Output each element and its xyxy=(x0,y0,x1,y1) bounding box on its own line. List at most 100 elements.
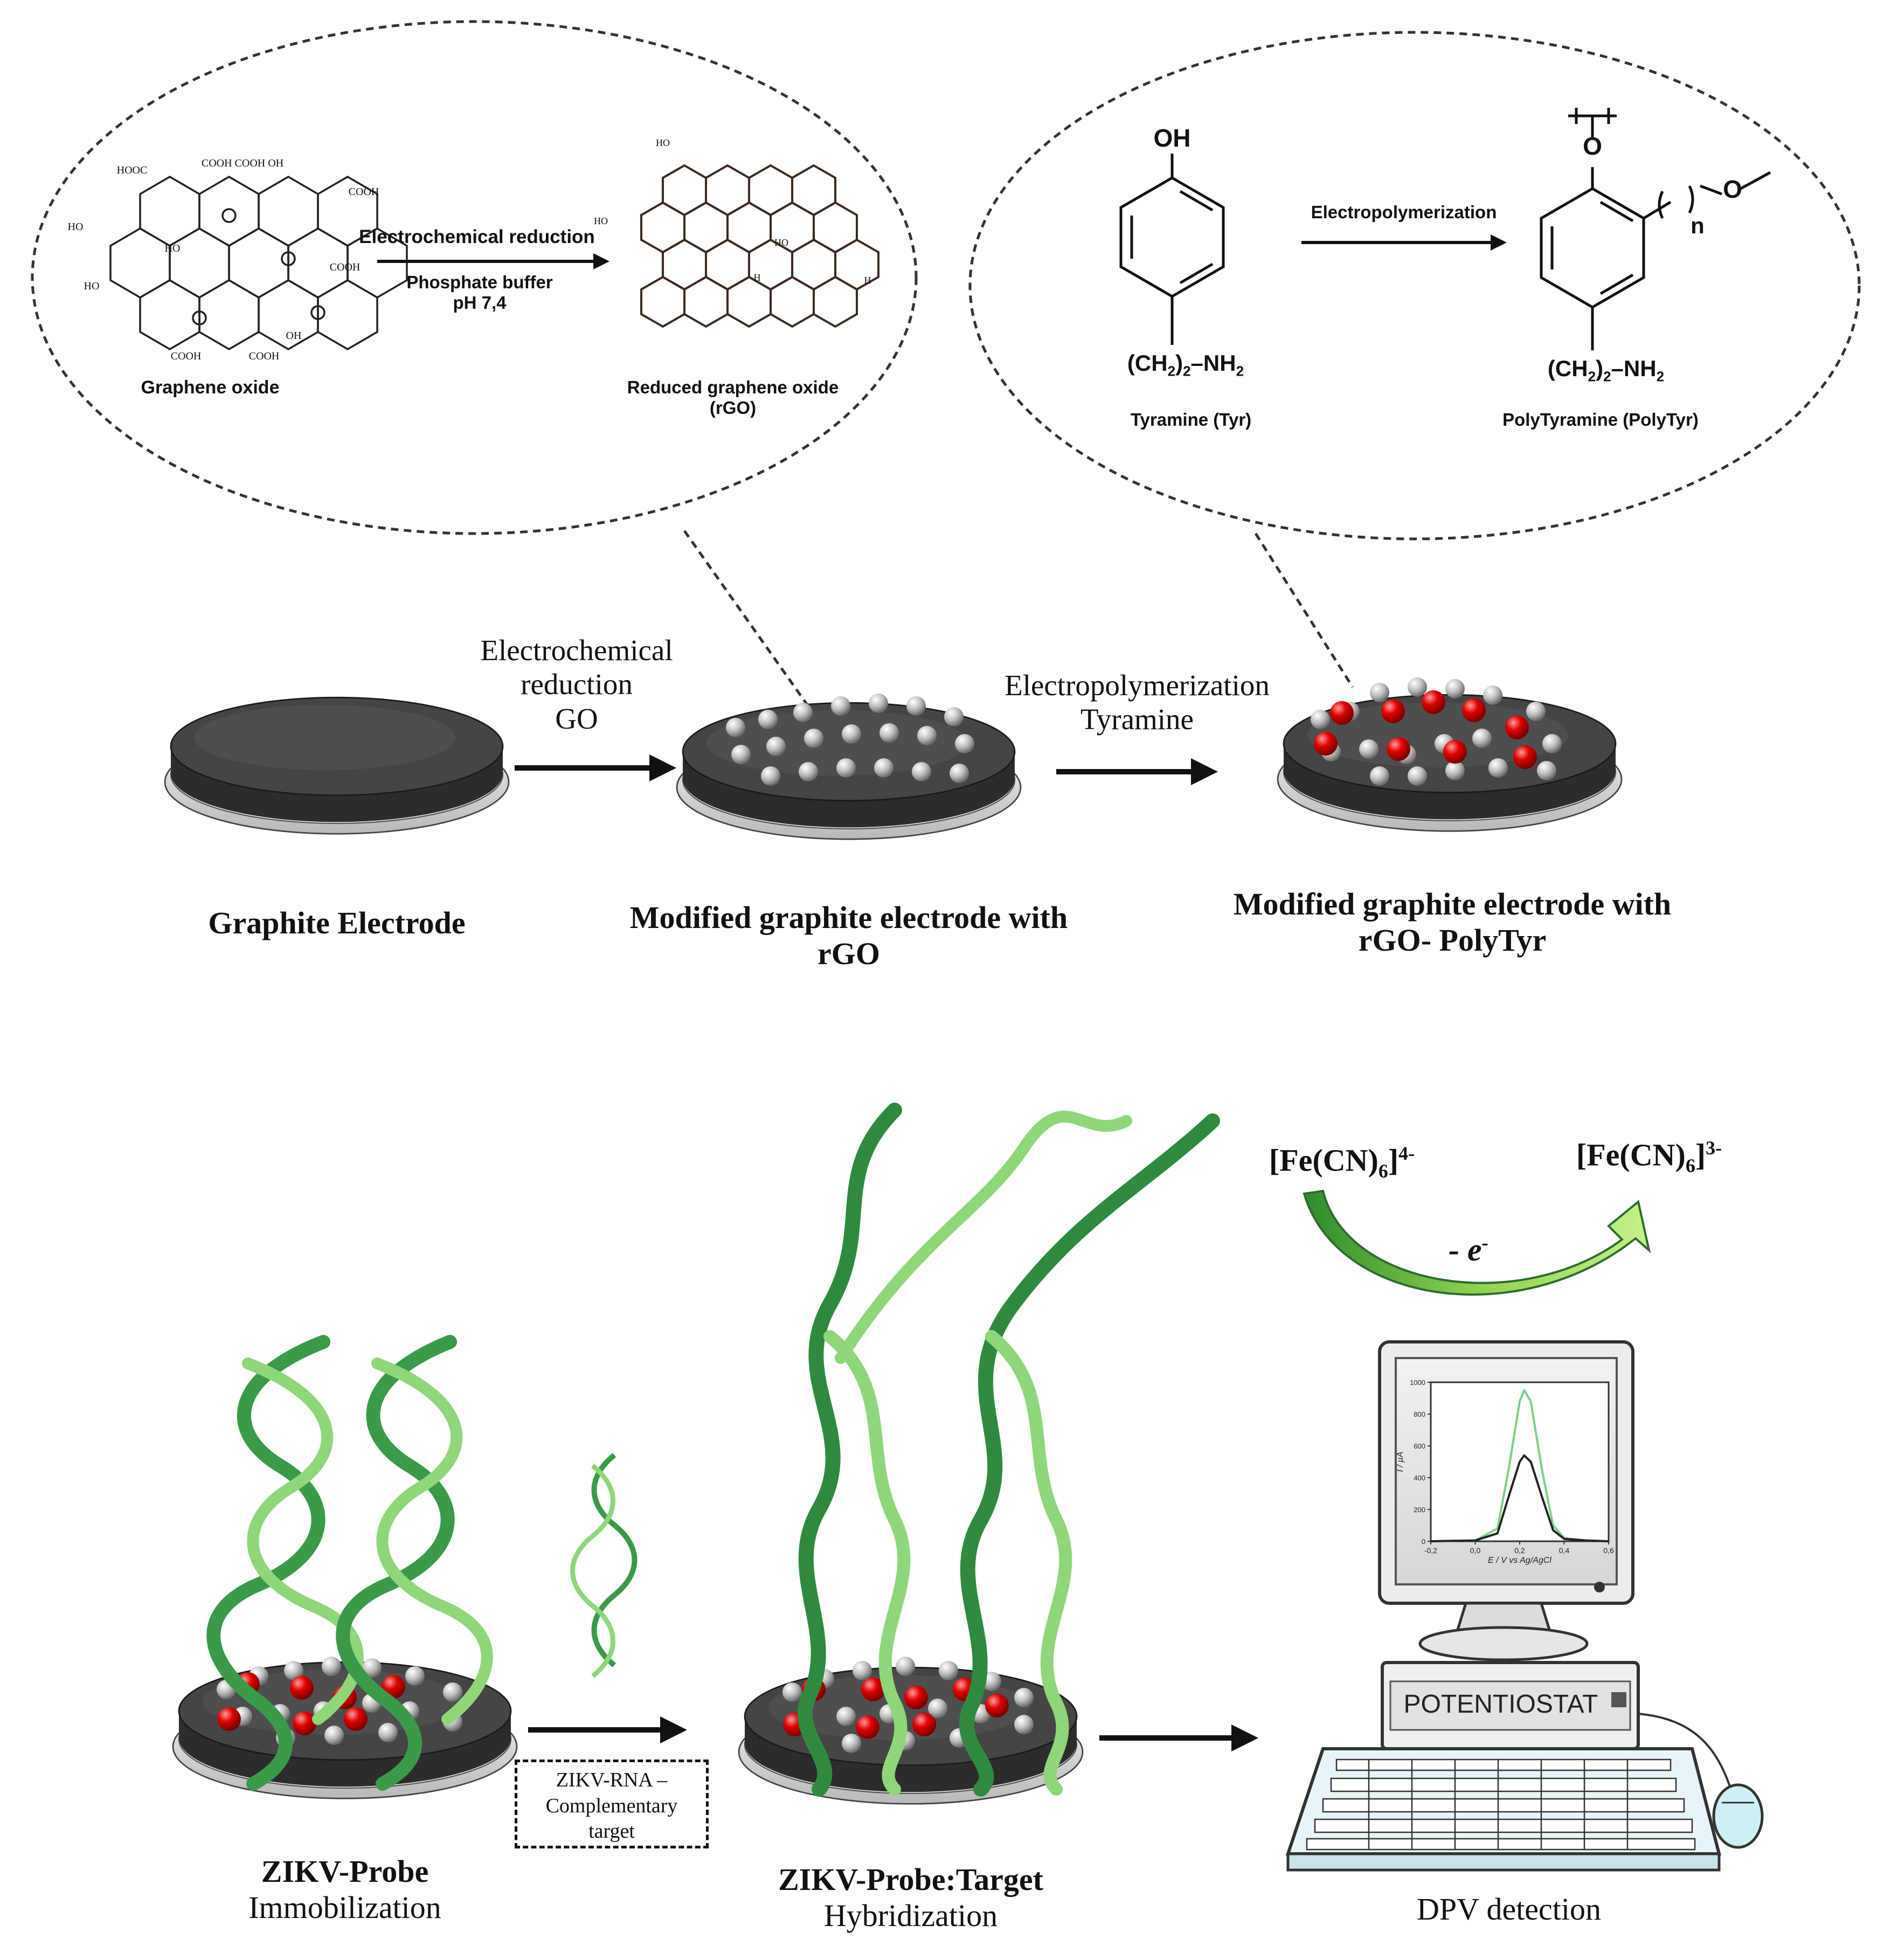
electron-transfer-arrow xyxy=(1303,1189,1651,1296)
dpv-xtick-label: 0,2 xyxy=(1514,1546,1525,1555)
go-group-ho-left: HO xyxy=(67,221,84,233)
electrode-rgo-polytyr xyxy=(1277,677,1623,832)
dpv-ytick-label: 600 xyxy=(1414,1442,1425,1450)
electrode1-label: Graphite Electrode xyxy=(208,905,466,940)
ferricyanide-label: [Fe(CN)6]3- xyxy=(1576,1137,1722,1176)
go-group-cooh-right: COOH xyxy=(348,186,379,198)
bubble-right-leader xyxy=(1254,532,1354,688)
step1-label: Electrochemical reduction GO xyxy=(442,633,711,736)
dpv-xtick-label: 0,4 xyxy=(1559,1546,1570,1555)
tyramine-chain: (CH2)2–NH2 xyxy=(1127,350,1244,379)
rgo-group-h1: H xyxy=(753,272,761,283)
go-group-cooh-top: COOH COOH OH xyxy=(201,157,284,169)
bubble-left-outline xyxy=(31,20,918,535)
target-box: ZIKV-RNA – Complementary target xyxy=(515,1760,709,1848)
electrode-rgo xyxy=(676,694,1022,840)
electron-label: - e- xyxy=(1428,1231,1509,1269)
electron-sup: - xyxy=(1481,1232,1488,1254)
hybrid-dna-strands xyxy=(797,1103,1220,1797)
probe-label-line1: ZIKV-Probe xyxy=(261,1854,429,1889)
dpv-xtick-label: 0,6 xyxy=(1603,1546,1614,1555)
ferrocyanide-label: [Fe(CN)6]4- xyxy=(1269,1142,1415,1182)
dpv-ytick-label: 200 xyxy=(1414,1506,1425,1514)
ferrocyanide-base: [Fe(CN) xyxy=(1269,1142,1379,1178)
bubble-left-leader xyxy=(683,530,815,715)
rgo-label-line1: Reduced graphene oxide xyxy=(627,377,839,397)
ferricyanide-base: [Fe(CN) xyxy=(1576,1137,1686,1173)
ferricyanide-sub: 6 xyxy=(1685,1154,1695,1176)
dpv-chart: -0,2 0,0 0,2 0,4 0,6 0 200 400 600 800 1000 E / V v… xyxy=(1396,1379,1614,1565)
buffer-label-line1: Phosphate buffer xyxy=(406,272,553,292)
rgo-group-ho-mid: HO xyxy=(774,237,788,248)
probe-label-line2: Immobilization xyxy=(248,1889,441,1925)
dpv-xlabel: E / V vs Ag/AgCl xyxy=(1488,1556,1551,1565)
polytyramine-o-top: O xyxy=(1583,132,1602,160)
go-group-cooh-bottom2: COOH xyxy=(248,350,280,362)
target-box-line3: target xyxy=(588,1820,635,1843)
rgo-group-h2: H xyxy=(864,275,871,286)
dpv-ytick-label: 0 xyxy=(1422,1537,1425,1546)
ferricyanide-sup: 3- xyxy=(1706,1137,1722,1159)
polytyramine-structure xyxy=(1540,108,1771,350)
step1-label-line3: GO xyxy=(555,702,598,735)
hybridization-label-line1: ZIKV-Probe:Target xyxy=(778,1862,1043,1897)
dpv-ytick-label: 800 xyxy=(1414,1410,1425,1418)
target-rna-strand xyxy=(570,1453,638,1678)
step2-label-line2: Tyramine xyxy=(1080,703,1194,736)
step2-label: Electropolymerization Tyramine xyxy=(970,668,1304,737)
polytyramine-label: PolyTyramine (PolyTyr) xyxy=(1502,410,1699,430)
go-group-ho-left2: HO xyxy=(84,280,100,292)
potentiostat-label: POTENTIOSTAT xyxy=(1403,1690,1598,1719)
probe-dna-strands xyxy=(206,1335,493,1791)
step1-label-line2: reduction xyxy=(521,668,633,701)
graphene-oxide-structure xyxy=(109,175,408,351)
rgo-structure xyxy=(640,164,879,328)
electrode3-label-line1: Modified graphite electrode with xyxy=(1233,886,1672,922)
hybridization-label-line2: Hybridization xyxy=(823,1897,998,1933)
polytyramine-o-right: O xyxy=(1723,175,1742,203)
tyramine-label: Tyramine (Tyr) xyxy=(1130,410,1252,430)
graphene-oxide-label: Graphene oxide xyxy=(141,377,280,398)
dpv-ylabel: I / µA xyxy=(1396,1452,1405,1472)
electrode2-label-line1: Modified graphite electrode with xyxy=(629,900,1068,935)
reduction-arrow-label: Electrochemical reduction xyxy=(359,226,595,247)
dpv-ytick-label: 1000 xyxy=(1410,1379,1425,1387)
electropolymerization-label: Electropolymerization xyxy=(1311,202,1497,222)
target-box-line2: Complementary xyxy=(545,1794,678,1817)
rgo-label: Reduced graphene oxide (rGO) xyxy=(609,377,857,418)
buffer-label: Phosphate buffer pH 7,4 xyxy=(372,272,587,313)
go-group-cooh-right2: COOH xyxy=(329,261,361,273)
polytyramine-chain-end: –NH xyxy=(1611,356,1657,381)
polytyramine-chain: (CH2)2–NH2 xyxy=(1547,356,1665,385)
rgo-label-line2: (rGO) xyxy=(709,397,757,418)
electrode2-label: Modified graphite electrode with rGO xyxy=(593,900,1105,972)
electrode-hybrid xyxy=(738,1657,1084,1805)
dpv-xtick-label: 0,0 xyxy=(1470,1546,1481,1555)
ferrocyanide-sup: 4- xyxy=(1398,1142,1415,1164)
dpv-ytick-label: 400 xyxy=(1414,1474,1425,1482)
dpv-series-1 xyxy=(1430,1454,1609,1542)
tyramine-chain-sub: 2 xyxy=(1167,363,1176,379)
step1-label-line1: Electrochemical xyxy=(480,634,673,667)
dpv-xtick-label: -0,2 xyxy=(1424,1546,1437,1555)
go-group-ho-mid: HO xyxy=(164,243,181,254)
electrode3-label-line2: rGO- PolyTyr xyxy=(1358,922,1547,958)
go-group-cooh-bottom1: COOH xyxy=(170,350,202,362)
bubble-right-outline xyxy=(968,31,1861,541)
tyramine-chain-sub2: 2 xyxy=(1183,363,1191,379)
polytyramine-n: n xyxy=(1691,213,1705,238)
step2-label-line1: Electropolymerization xyxy=(1005,669,1270,702)
electrode3-label: Modified graphite electrode with rGO- Po… xyxy=(1196,886,1708,958)
rgo-group-ho-top: HO xyxy=(656,137,670,148)
buffer-label-line2: pH 7,4 xyxy=(453,292,507,313)
tyramine-chain-end: –NH xyxy=(1190,350,1236,376)
go-group-oh-bottom: OH xyxy=(286,330,302,342)
probe-label: ZIKV-Probe Immobilization xyxy=(183,1854,507,1926)
tyramine-structure xyxy=(1119,154,1225,345)
rgo-group-ho-left: HO xyxy=(594,216,608,226)
polytyramine-chain-base: (CH xyxy=(1547,356,1588,381)
tyramine-oh: OH xyxy=(1153,124,1191,152)
hybridization-label: ZIKV-Probe:Target Hybridization xyxy=(744,1862,1078,1934)
